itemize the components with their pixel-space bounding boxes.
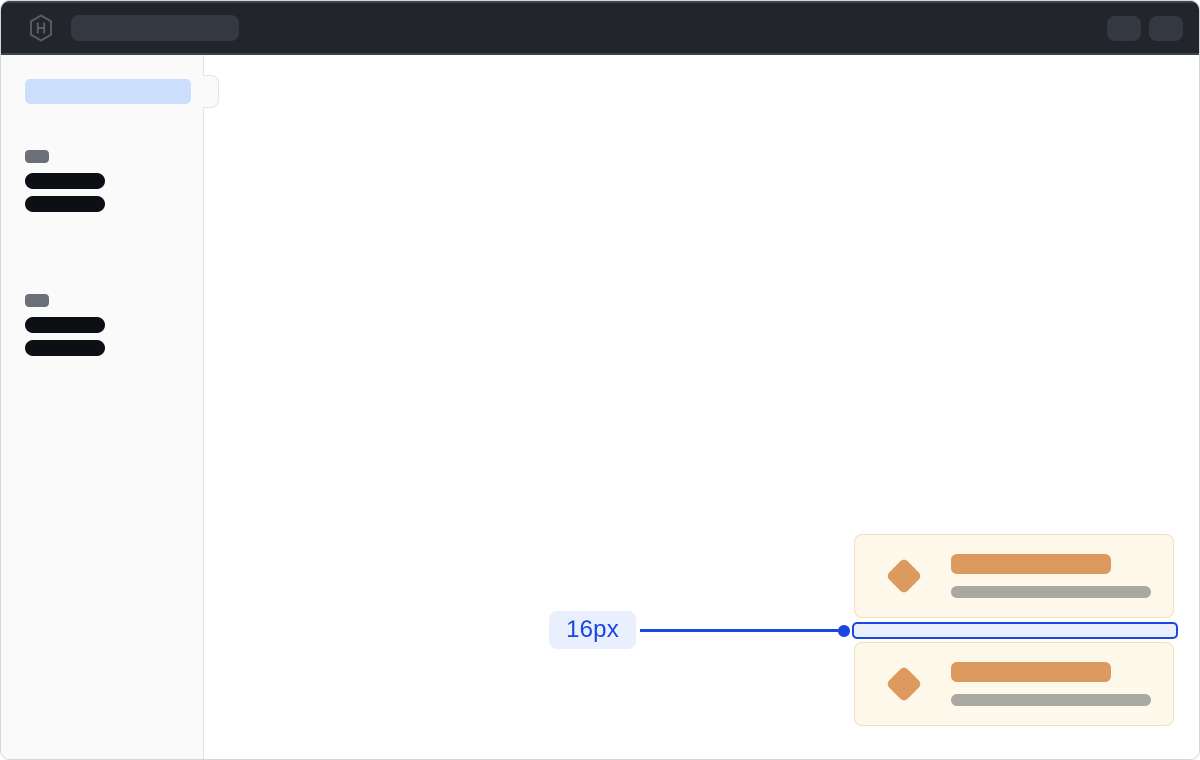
card-title-skeleton bbox=[951, 554, 1111, 574]
sidebar bbox=[1, 55, 204, 759]
card-text-skeleton bbox=[951, 662, 1151, 706]
sidebar-item-skeleton[interactable] bbox=[25, 196, 105, 212]
card-subtitle-skeleton bbox=[951, 694, 1151, 706]
sidebar-group-1 bbox=[25, 150, 105, 212]
user-menu-button[interactable] bbox=[1149, 15, 1183, 41]
spacing-label: 16px bbox=[549, 611, 636, 649]
help-button[interactable] bbox=[1107, 15, 1141, 41]
diamond-icon bbox=[885, 665, 923, 703]
diamond-icon bbox=[885, 557, 923, 595]
annotation-dot bbox=[838, 625, 850, 637]
list-item-card[interactable] bbox=[854, 642, 1174, 726]
section-label-skeleton bbox=[25, 294, 49, 307]
hashicorp-logo-icon[interactable] bbox=[27, 13, 55, 43]
sidebar-item-skeleton[interactable] bbox=[25, 340, 105, 356]
card-text-skeleton bbox=[951, 554, 1151, 598]
section-label-skeleton bbox=[25, 150, 49, 163]
sidebar-group-2 bbox=[25, 294, 105, 356]
search-input[interactable] bbox=[71, 15, 239, 41]
sidebar-item-skeleton[interactable] bbox=[25, 173, 105, 189]
spacing-highlight bbox=[852, 622, 1178, 639]
sidebar-item-skeleton[interactable] bbox=[25, 317, 105, 333]
annotation-connector-line bbox=[640, 629, 841, 632]
card-title-skeleton bbox=[951, 662, 1111, 682]
main-content bbox=[205, 55, 1199, 759]
topbar bbox=[1, 1, 1199, 55]
card-subtitle-skeleton bbox=[951, 586, 1151, 598]
sidebar-item-selected[interactable] bbox=[25, 79, 191, 104]
list-item-card[interactable] bbox=[854, 534, 1174, 618]
sidebar-toggle[interactable] bbox=[203, 75, 219, 108]
